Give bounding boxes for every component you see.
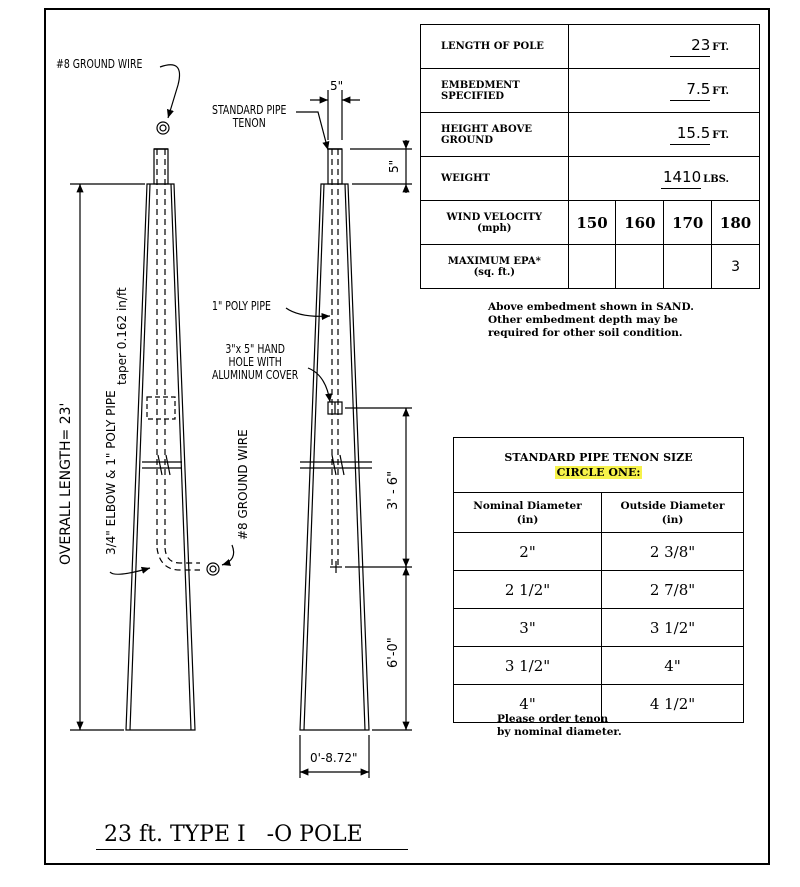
epa-cell [567,244,617,289]
weight-value: 1410 [661,168,702,189]
left-pole [70,64,235,731]
epa-cell [663,244,713,289]
nominal-cell[interactable]: 3" [452,608,603,647]
height-label: HEIGHT ABOVE GROUND [420,112,569,157]
nominal-cell[interactable]: 4" [452,684,603,723]
outside-cell: 2 3/8" [601,532,744,571]
table-row: 3" 3 1/2" [452,608,744,647]
dim-lower-label: 6'-0" [386,637,401,668]
outside-cell: 3 1/2" [601,608,744,647]
wind-row: WIND VELOCITY (mph) 150 160 170 180 [420,200,760,245]
overall-length-label: OVERALL LENGTH= 23' [58,402,74,565]
outside-cell: 4" [601,646,744,685]
hand-hole-label: 3"x 5" HAND HOLE WITH ALUMINUM COVER [212,342,299,382]
nominal-header: Nominal Diameter (in) [452,492,603,533]
wind-speed-cell: 180 [711,200,760,245]
outside-cell: 2 7/8" [601,570,744,609]
wind-label: WIND VELOCITY (mph) [420,200,569,245]
embedment-note: Above embedment shown in SAND. Other emb… [488,301,694,339]
nominal-cell[interactable]: 2 1/2" [452,570,603,609]
table-row: 3 1/2" 4" [452,646,744,685]
title-underline [96,849,408,850]
taper-label: taper 0.162 in/ft [115,287,129,385]
weight-label: WEIGHT [420,156,569,201]
wind-speed-cell: 150 [567,200,617,245]
epa-label: MAXIMUM EPA* (sq. ft.) [420,244,569,289]
embed-unit: FT. [712,86,729,97]
length-label: LENGTH OF POLE [420,24,569,69]
tenon-label: STANDARD PIPE TENON [212,103,287,130]
tenon-note: Please order tenon by nominal diameter. [497,713,622,738]
height-unit: FT. [712,130,729,141]
epa-cell [615,244,665,289]
ground-wire-top-label: #8 GROUND WIRE [56,57,143,71]
tenon-width-label: 5" [330,79,344,93]
elbow-label: 3/4" ELBOW & 1" POLY PIPE [104,390,118,555]
poly-pipe-label: 1" POLY PIPE [212,299,271,313]
height-value: 15.5 [670,124,711,145]
ground-wire-side-label: #8 GROUND WIRE [236,429,250,540]
length-unit: FT. [712,42,729,53]
nominal-cell[interactable]: 3 1/2" [452,646,603,685]
wind-speed-cell: 170 [663,200,713,245]
wind-speed-cell: 160 [615,200,665,245]
length-value: 23 [670,36,711,57]
table-row: 2 1/2" 2 7/8" [452,570,744,609]
outside-header: Outside Diameter (in) [601,492,744,533]
nominal-cell[interactable]: 2" [452,532,603,571]
embed-label: EMBEDMENT SPECIFIED [420,68,569,113]
dim-upper-label: 3' - 6" [386,470,401,510]
epa-row: MAXIMUM EPA* (sq. ft.) 3 [420,244,760,289]
outside-cell: 4 1/2" [601,684,744,723]
circle-one-label: CIRCLE ONE: [554,466,643,479]
tenon-table-title: STANDARD PIPE TENON SIZE CIRCLE ONE: [453,437,744,493]
weight-unit: LBS. [703,174,729,185]
tenon-title-text: STANDARD PIPE TENON SIZE [504,451,693,464]
right-pole [285,90,412,778]
drawing-title: 23 ft. TYPE I -O POLE [104,822,363,847]
drawing-frame [44,8,770,865]
embed-value: 7.5 [670,80,711,101]
tenon-height-label: 5" [387,159,401,173]
epa-cell: 3 [711,244,760,289]
tenon-size-table: STANDARD PIPE TENON SIZE CIRCLE ONE: Nom… [452,437,744,723]
base-width-label: 0'-8.72" [310,751,358,765]
table-row: 4" 4 1/2" [452,684,744,723]
table-row: 2" 2 3/8" [452,532,744,571]
